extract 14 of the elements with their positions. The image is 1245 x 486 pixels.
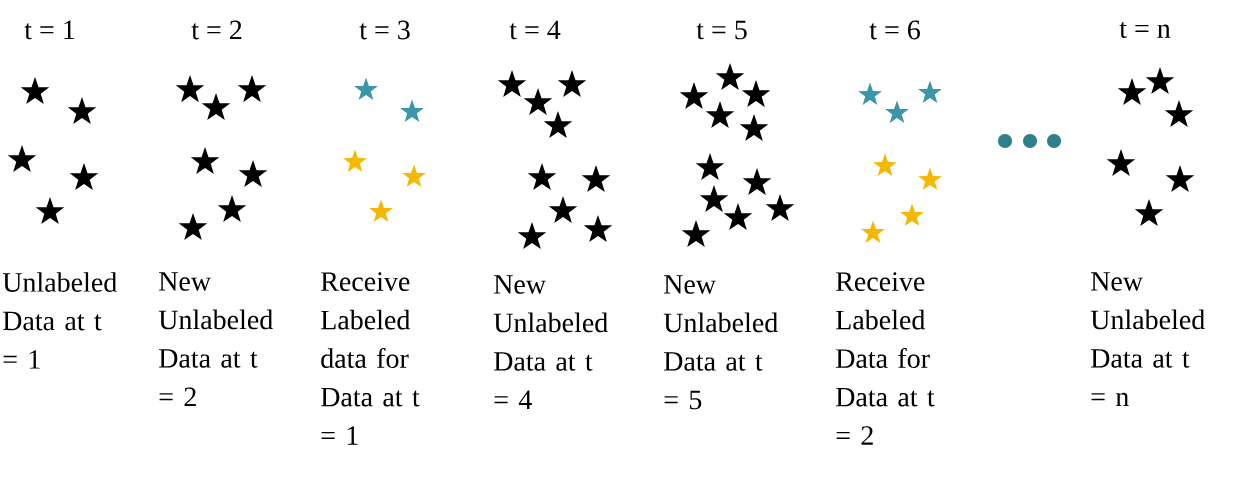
time-label: t = 4 [509,20,561,40]
caption-text: Unlabeled Data at t = 1 [2,272,117,369]
time-label: t = 2 [191,20,242,40]
time-label: t = 6 [869,20,920,40]
time-label: t = n [1119,21,1171,38]
caption-text: New Unlabeled Data at t = 2 [158,272,273,406]
time-label: t = 1 [24,20,75,40]
caption-text: New Unlabeled Data at t = n [1090,272,1205,406]
time-label: t = 5 [696,20,747,40]
time-label: t = 3 [359,20,410,40]
caption-text: New Unlabeled Data at t = 4 [493,275,608,409]
caption-text: New Unlabeled Data at t = 5 [663,275,778,410]
caption-text: Receive Labeled Data for Data at t = 2 [836,272,935,445]
caption-text: Receive Labeled data for Data at t = 1 [321,272,420,445]
